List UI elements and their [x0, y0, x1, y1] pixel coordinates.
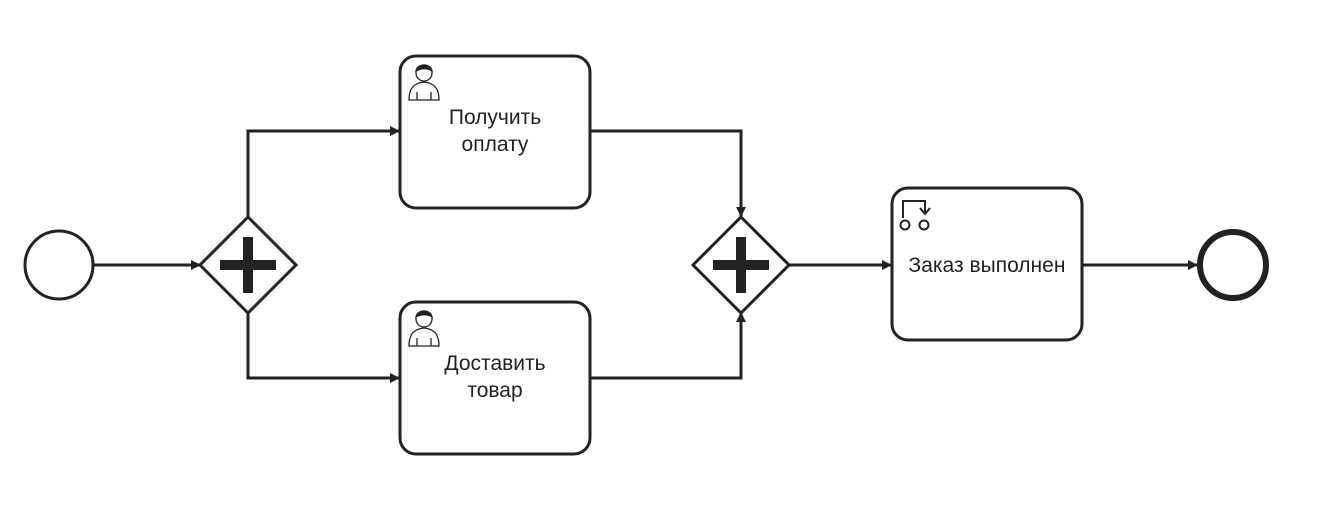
parallel-gateway-plus-icon	[713, 237, 769, 293]
user-task-icon	[408, 310, 440, 347]
task-label-get-payment: Получить оплату	[448, 106, 542, 156]
parallel-gateway-split[interactable]	[197, 214, 299, 316]
task-deliver-goods[interactable]	[398, 300, 592, 456]
start-event-circle-icon[interactable]	[23, 229, 95, 301]
end-event-circle-icon[interactable]	[1197, 229, 1269, 301]
parallel-gateway-plus-icon	[220, 237, 276, 293]
parallel-gateway-join[interactable]	[690, 214, 792, 316]
task-get-payment[interactable]	[398, 54, 592, 210]
task-label-deliver-goods: Доставить товар	[444, 352, 546, 402]
flow-split-to-payment	[246, 126, 400, 218]
flow-split-to-delivery	[246, 312, 400, 383]
task-order-complete[interactable]	[890, 186, 1084, 342]
flow-payment-to-join	[590, 129, 746, 217]
flow-delivery-to-join	[590, 312, 746, 380]
user-task-icon	[408, 64, 440, 101]
task-label-order-complete: Заказ выполнен	[908, 253, 1066, 277]
script-task-icon	[899, 200, 931, 231]
